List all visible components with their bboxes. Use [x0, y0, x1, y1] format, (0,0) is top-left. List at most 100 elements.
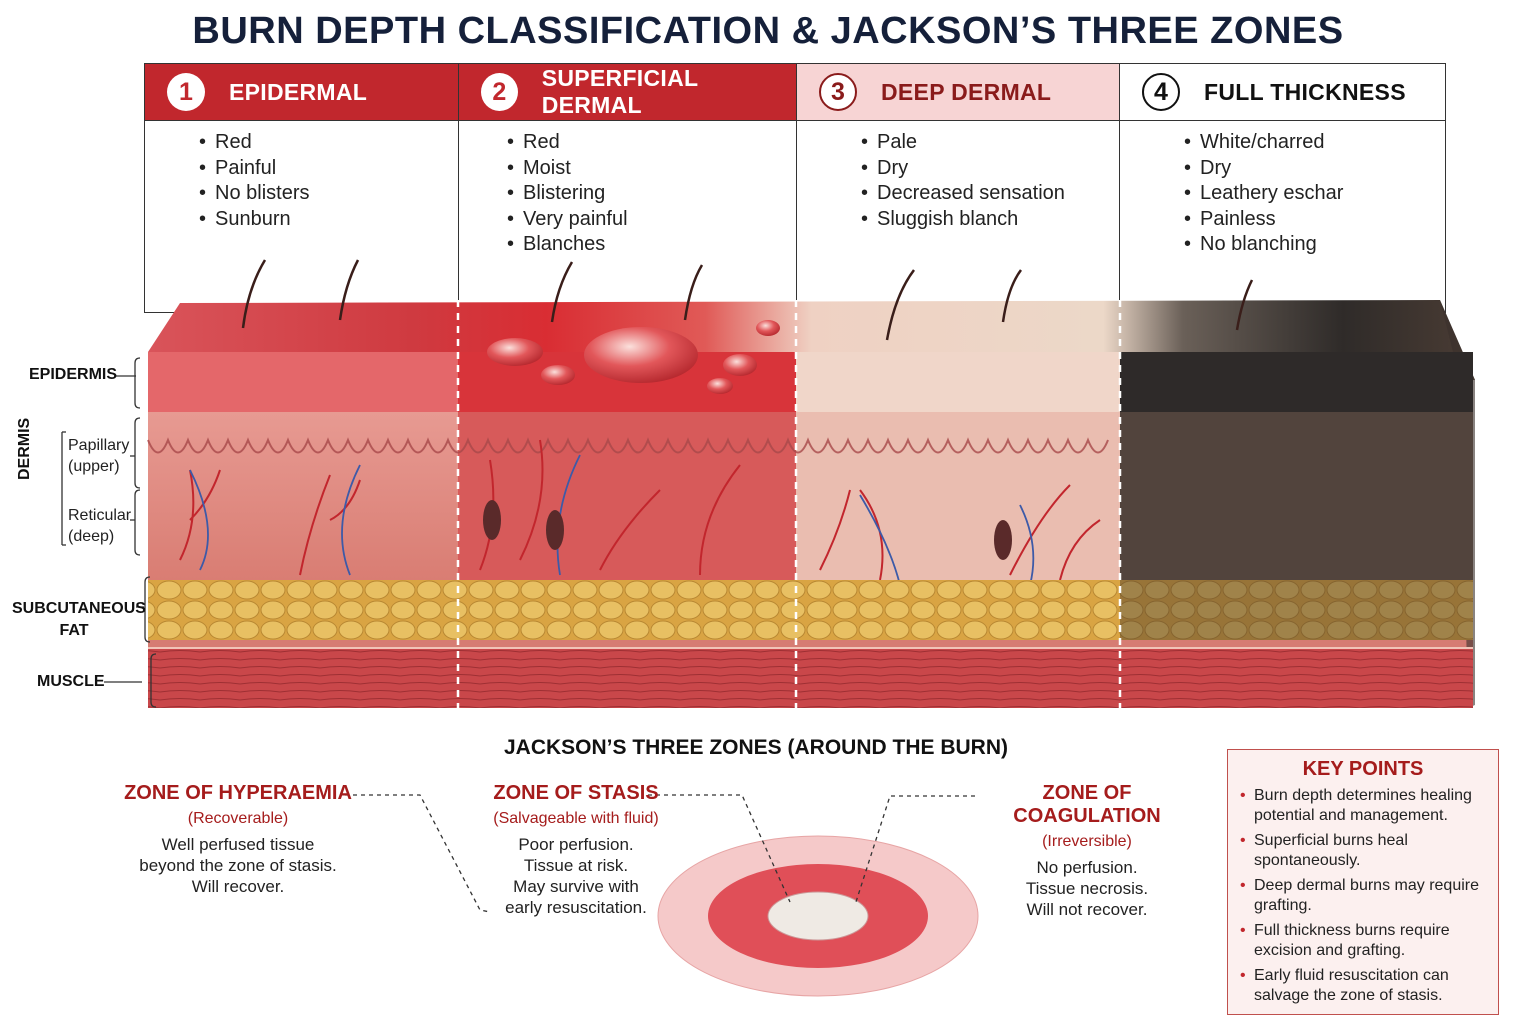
dermis-band [796, 412, 1120, 580]
feature-item: No blanching [1184, 232, 1343, 258]
fat-charred-overlay [1120, 580, 1473, 640]
label-reticular-line1: Reticular [68, 507, 132, 524]
feature-item: Moist [507, 156, 628, 182]
column-number: 4 [1142, 73, 1180, 111]
zone-status: (Irreversible) [1042, 833, 1132, 850]
label-papillary: Papillary (upper) [68, 435, 129, 477]
zone-line: Will recover. [191, 877, 285, 896]
zone-line: Tissue at risk. [523, 856, 629, 875]
feature-list: White/charred Dry Leathery eschar Painle… [1184, 130, 1343, 258]
feature-item: Sunburn [199, 207, 310, 233]
feature-item: Decreased sensation [861, 181, 1065, 207]
column-number: 3 [819, 73, 857, 111]
column-label: SUPERFICIAL DERMAL [541, 65, 698, 118]
zone-coagulation-core [767, 891, 869, 941]
feature-item: Sluggish blanch [861, 207, 1065, 233]
column-epidermal: 1 EPIDERMAL Red Painful No blisters Sunb… [144, 63, 459, 313]
page-title: BURN DEPTH CLASSIFICATION & JACKSON’S TH… [192, 10, 1344, 52]
epidermis-band [1120, 352, 1473, 412]
charred-tissue [1120, 412, 1473, 580]
epidermis-band [796, 352, 1120, 412]
column-superficial-dermal: 2 SUPERFICIAL DERMAL Red Moist Blisterin… [458, 63, 797, 313]
column-header: 3 DEEP DERMAL [797, 64, 1119, 121]
section-dividers [456, 300, 1122, 722]
feature-item: White/charred [1184, 130, 1343, 156]
key-point-item: Early fluid resuscitation can salvage th… [1240, 966, 1492, 1006]
zone-description: No perfusion. Tissue necrosis. Will not … [978, 857, 1196, 920]
column-full-thickness: 4 FULL THICKNESS White/charred Dry Leath… [1119, 63, 1446, 313]
feature-item: Very painful [507, 207, 628, 233]
jackson-zones-diagram [657, 835, 979, 997]
zone-status: (Recoverable) [187, 810, 289, 827]
blisters [487, 320, 780, 394]
key-points-box: KEY POINTS Burn depth determines healing… [1227, 749, 1499, 1015]
column-deep-dermal: 3 DEEP DERMAL Pale Dry Decreased sensati… [796, 63, 1120, 313]
column-header: 2 SUPERFICIAL DERMAL [459, 64, 796, 121]
zone-title: ZONE OF COAGULATION [1013, 782, 1161, 827]
column-label: EPIDERMAL [229, 78, 368, 105]
zone-line: beyond the zone of stasis. [139, 856, 337, 875]
key-point-item: Burn depth determines healing potential … [1240, 786, 1492, 826]
column-label: FULL THICKNESS [1204, 78, 1406, 105]
key-points-list: Burn depth determines healing potential … [1240, 786, 1492, 1011]
key-points-title: KEY POINTS [1302, 758, 1424, 780]
zone-title: ZONE OF HYPERAEMIA [124, 782, 352, 804]
feature-item: Blistering [507, 181, 628, 207]
zone-stasis: ZONE OF STASIS (Salvageable with fluid) … [478, 782, 674, 918]
zone-line: Well perfused tissue [161, 835, 315, 854]
layer-brackets [61, 357, 157, 708]
hairs [241, 259, 1254, 341]
column-number: 2 [481, 73, 518, 111]
zone-coagulation: ZONE OF COAGULATION (Irreversible) No pe… [978, 782, 1196, 920]
zone-line: Poor perfusion. [518, 835, 634, 854]
zone-line: May survive with [513, 877, 639, 896]
label-reticular: Reticular (deep) [68, 505, 131, 547]
zone-hyperaemia: ZONE OF HYPERAEMIA (Recoverable) Well pe… [120, 782, 356, 897]
feature-list: Red Painful No blisters Sunburn [199, 130, 310, 233]
label-papillary-line2: (upper) [68, 458, 120, 475]
subcutaneous-fat-layer [148, 580, 1473, 640]
label-reticular-line2: (deep) [68, 528, 115, 545]
key-point-item: Full thickness burns require excision an… [1240, 921, 1492, 961]
zone-line: No perfusion. [1036, 858, 1138, 877]
label-papillary-line1: Papillary [68, 437, 130, 454]
feature-item: Pale [861, 130, 1065, 156]
papillary-ridge-line [147, 437, 1109, 454]
feature-list: Red Moist Blistering Very painful Blanch… [507, 130, 628, 258]
column-header: 1 EPIDERMAL [145, 64, 458, 121]
feature-item: Dry [861, 156, 1065, 182]
feature-item: Red [199, 130, 310, 156]
hair-follicles [483, 500, 1012, 560]
zone-description: Well perfused tissue beyond the zone of … [120, 834, 356, 897]
column-number: 1 [167, 73, 205, 111]
zone-leader-lines [345, 794, 975, 913]
label-dermis: DERMIS [16, 417, 33, 480]
label-subcutaneous-fat: SUBCUTANEOUS FAT [12, 598, 146, 642]
feature-item: Red [507, 130, 628, 156]
zone-status: (Salvageable with fluid) [493, 810, 659, 827]
key-point-item: Superficial burns heal spontaneously. [1240, 831, 1492, 871]
feature-item: Blanches [507, 232, 628, 258]
label-epidermis: EPIDERMIS [29, 366, 118, 383]
zone-line: early resuscitation. [505, 898, 647, 917]
veins [189, 454, 1035, 586]
dermis-band [458, 412, 796, 580]
key-point-item: Deep dermal burns may require grafting. [1240, 876, 1492, 916]
dermis-band [148, 412, 458, 580]
zone-description: Poor perfusion. Tissue at risk. May surv… [478, 834, 674, 918]
zones-title: JACKSON’S THREE ZONES (AROUND THE BURN) [503, 736, 1009, 759]
feature-list: Pale Dry Decreased sensation Sluggish bl… [861, 130, 1065, 232]
label-subcut-line2: FAT [59, 622, 89, 639]
feature-item: Painful [199, 156, 310, 182]
column-header: 4 FULL THICKNESS [1120, 64, 1445, 121]
zone-title: ZONE OF STASIS [493, 782, 659, 804]
zone-line: Tissue necrosis. [1025, 879, 1149, 898]
column-label: DEEP DERMAL [881, 78, 1052, 105]
label-subcut-line1: SUBCUTANEOUS [12, 600, 146, 617]
muscle-layer [148, 648, 1473, 708]
feature-item: Painless [1184, 207, 1343, 233]
feature-item: Dry [1184, 156, 1343, 182]
feature-item: No blisters [199, 181, 309, 207]
label-muscle: MUSCLE [37, 673, 105, 690]
